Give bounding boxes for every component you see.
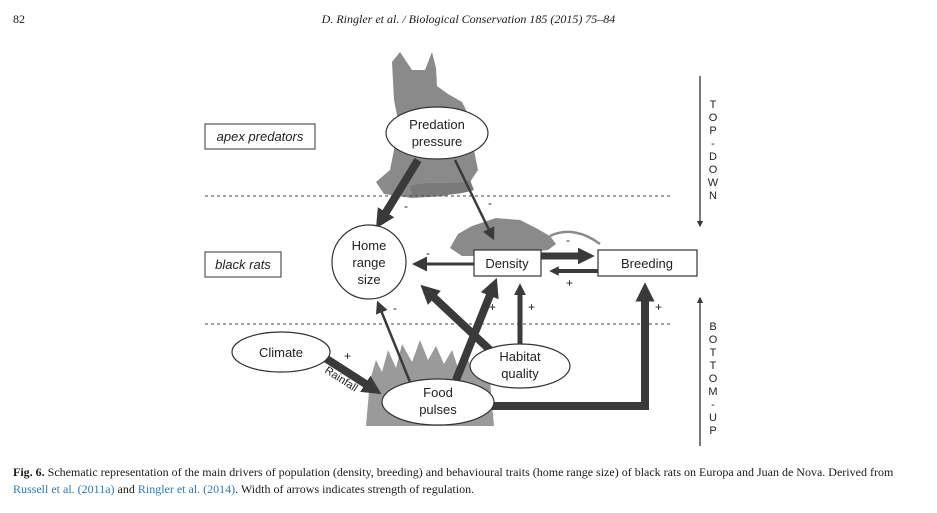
bottom-up-label: B O T T O M - U P <box>708 321 717 437</box>
sign-habitat-density: + <box>528 300 535 314</box>
node-climate: Climate <box>231 331 331 373</box>
bottom-up-letter: T <box>710 347 717 359</box>
caption-text-3: . Width of arrows indicates strength of … <box>235 482 475 496</box>
svg-text:pulses: pulses <box>419 402 457 417</box>
caption-ref-ringler[interactable]: Ringler et al. (2014) <box>137 482 236 496</box>
svg-text:Breeding: Breeding <box>621 256 673 271</box>
caption-ref-russell[interactable]: Russell et al. (2011a) <box>13 482 115 496</box>
arrow-signs: - - - - + - - + + + + <box>344 196 662 363</box>
top-down-letter: T <box>710 99 717 111</box>
top-down-letter: W <box>708 177 719 189</box>
arrow-predation-to-density <box>453 159 495 241</box>
sign-breeding-density: + <box>566 276 573 290</box>
sign-food-home: - <box>393 301 397 315</box>
node-density: Density <box>473 249 542 277</box>
svg-text:pressure: pressure <box>412 134 463 149</box>
bottom-up-letter: O <box>709 334 718 346</box>
svg-text:Habitat: Habitat <box>499 349 541 364</box>
arrow-predation-to-home <box>375 157 422 229</box>
caption-text-1: Schematic representation of the main dri… <box>44 465 894 479</box>
top-down-label: T O P - D O W N <box>708 99 719 202</box>
arrows <box>319 157 655 410</box>
bottom-up-letter: U <box>709 412 717 424</box>
bottom-up-letter: T <box>710 360 717 372</box>
node-breeding: Breeding <box>597 249 698 277</box>
node-food: Food pulses <box>381 378 495 426</box>
arrow-food-to-home <box>375 300 412 383</box>
bottom-up-letter: O <box>709 373 718 385</box>
arrow-climate-to-food <box>319 352 382 395</box>
sign-food-breeding: + <box>655 300 662 314</box>
svg-text:Predation: Predation <box>409 117 465 132</box>
svg-text:Density: Density <box>485 256 529 271</box>
sign-predation-home: - <box>404 199 408 213</box>
caption-fig-label: Fig. 6. <box>13 465 45 479</box>
svg-text:Food: Food <box>423 385 453 400</box>
top-down-letter: P <box>709 125 716 137</box>
top-down-letter: O <box>709 112 718 124</box>
figure-diagram: T O P - D O W N B O T T O M - U P apex p… <box>204 52 719 446</box>
level-box-rats <box>204 251 282 278</box>
bottom-up-letter: P <box>709 425 716 437</box>
running-head: D. Ringler et al. / Biological Conservat… <box>321 12 616 26</box>
rat-silhouette <box>450 218 601 256</box>
svg-text:Climate: Climate <box>259 345 303 360</box>
top-down-letter: - <box>711 138 715 150</box>
caption-text-2: and <box>114 482 138 496</box>
sign-predation-density: - <box>488 196 492 210</box>
level-box-apex <box>204 123 316 150</box>
node-home-range: Home range size <box>331 224 407 300</box>
sign-food-density: + <box>489 300 496 314</box>
arrow-food-to-density <box>452 277 499 382</box>
svg-text:quality: quality <box>501 366 539 381</box>
arrow-food-to-breeding <box>492 282 655 410</box>
svg-text:Home: Home <box>352 238 387 253</box>
top-down-letter: O <box>709 164 718 176</box>
arrow-habitat-to-home <box>420 284 493 353</box>
sign-climate-food: + <box>344 349 351 363</box>
sign-habitat-home: - <box>432 282 436 296</box>
level-label-apex: apex predators <box>217 129 304 144</box>
svg-text:range: range <box>352 255 385 270</box>
bottom-up-letter: B <box>709 321 716 333</box>
sign-density-home: - <box>426 246 430 260</box>
level-label-rats: black rats <box>215 257 271 272</box>
top-down-letter: N <box>709 190 717 202</box>
svg-text:size: size <box>357 272 380 287</box>
figure-caption: Fig. 6. Schematic representation of the … <box>13 464 923 498</box>
page-number: 82 <box>13 12 25 26</box>
node-predation: Predation pressure <box>385 106 489 160</box>
bottom-up-letter: M <box>708 386 717 398</box>
node-habitat: Habitat quality <box>469 343 571 389</box>
bottom-up-letter: - <box>711 399 715 411</box>
sign-density-breeding: - <box>566 233 570 247</box>
top-down-letter: D <box>709 151 717 163</box>
